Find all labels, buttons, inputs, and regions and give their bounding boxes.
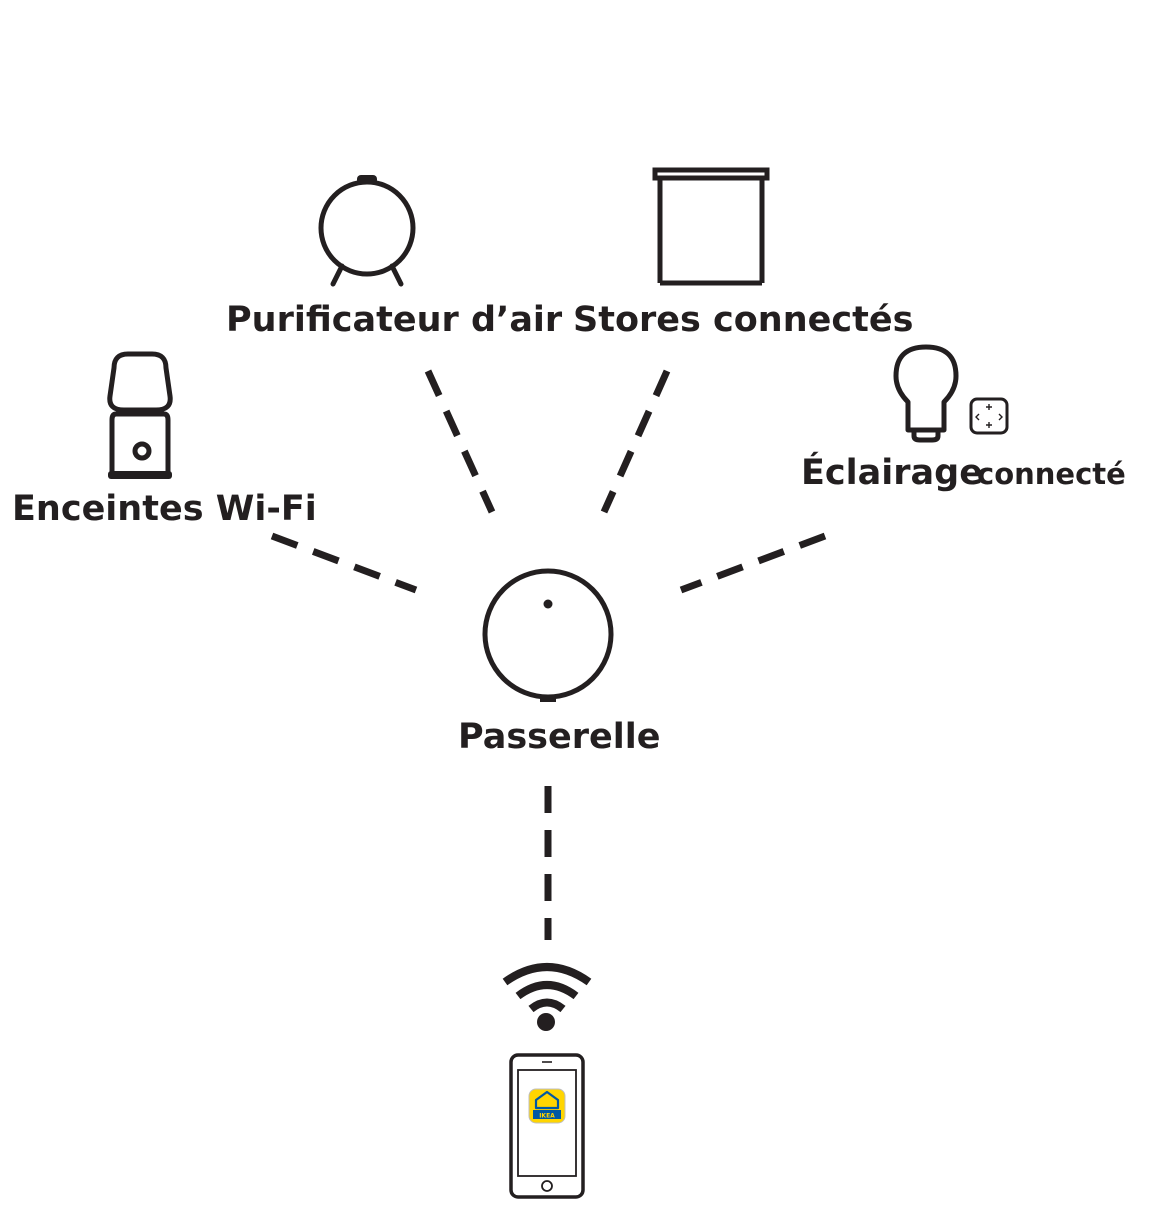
air-purifier-label: Purificateur d’air — [226, 300, 563, 340]
wifi-icon — [502, 963, 592, 1031]
gateway-hub-icon — [482, 568, 614, 702]
link-gateway-blinds — [600, 369, 671, 514]
app-logo-text: IKEA — [539, 1113, 555, 1120]
speakers-label: Enceintes Wi-Fi — [12, 489, 317, 529]
air-purifier-icon — [318, 175, 416, 287]
wifi-speaker-lamp-icon — [107, 351, 173, 479]
roller-blind-icon — [652, 167, 770, 286]
link-gateway-lighting — [679, 532, 827, 594]
link-gateway-speakers — [270, 532, 418, 594]
lighting-label-main: Éclairage — [801, 453, 983, 493]
gateway-label: Passerelle — [458, 717, 661, 757]
remote-control-icon — [969, 397, 1009, 435]
link-gateway-air-purifier — [424, 369, 496, 514]
smartphone-icon — [509, 1053, 585, 1199]
light-bulb-icon — [893, 344, 959, 443]
lighting-label-sub: connecté — [977, 457, 1126, 491]
home-smart-app-icon: IKEA — [528, 1088, 566, 1124]
blinds-label: Stores connectés — [573, 300, 914, 340]
